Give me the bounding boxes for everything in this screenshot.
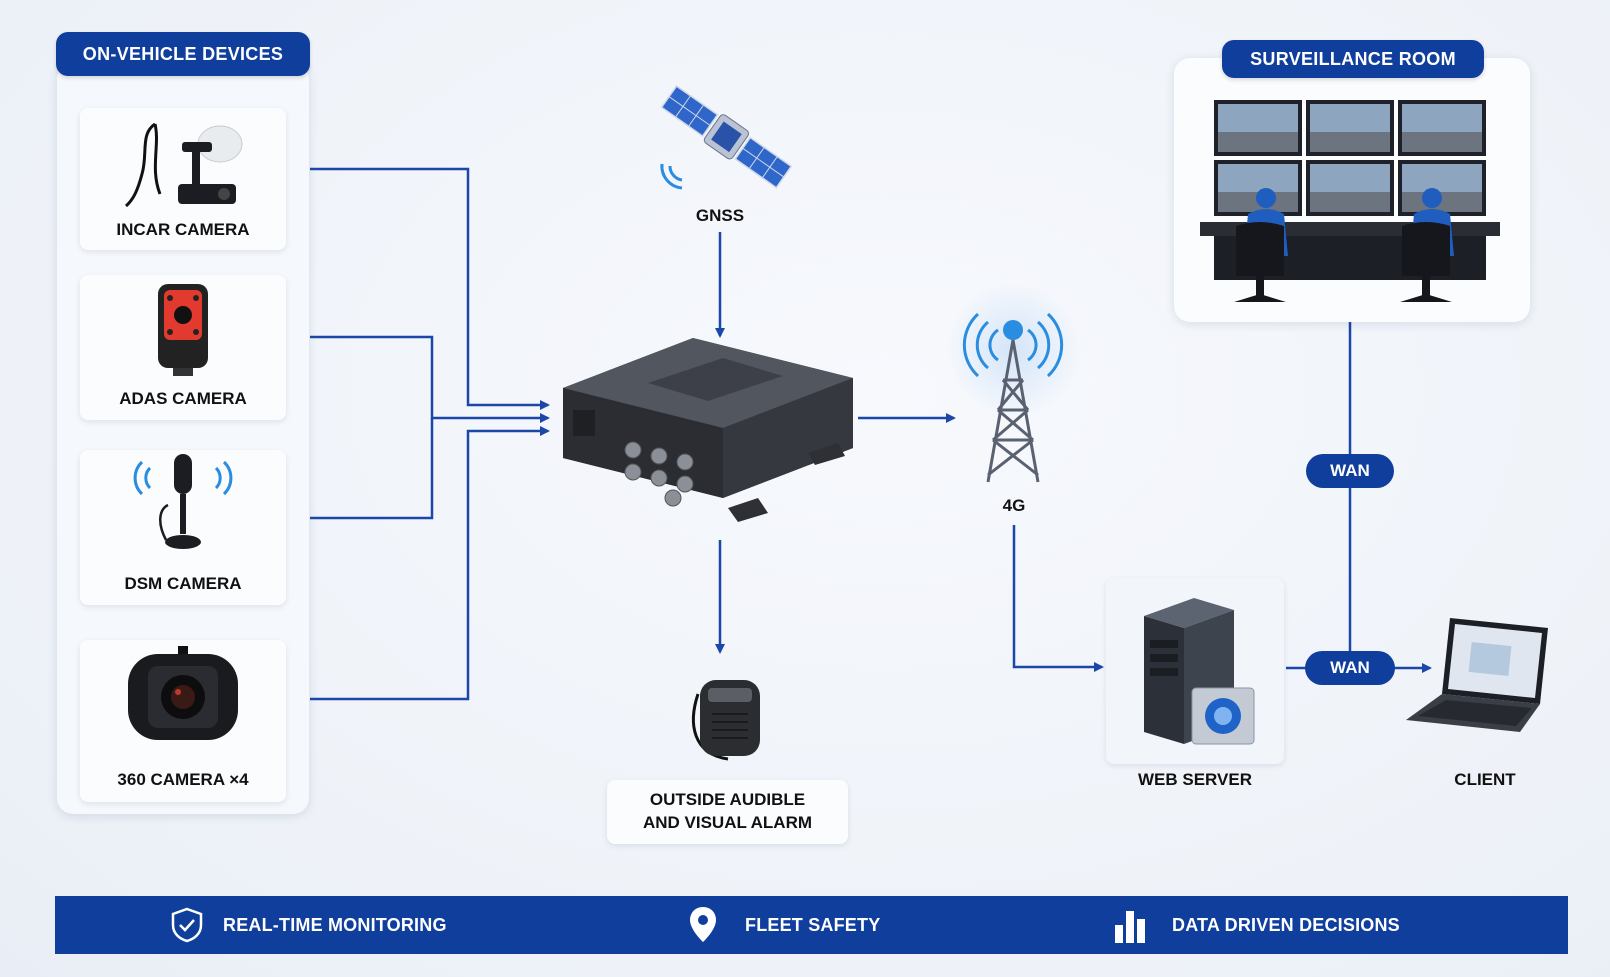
wan-badge-upper: WAN <box>1306 454 1394 488</box>
dsm-camera-icon <box>133 454 233 549</box>
alarm-label-line2: AND VISUAL ALARM <box>642 813 813 832</box>
web-server-card[interactable] <box>1106 578 1284 764</box>
adas-camera-card[interactable] <box>80 275 286 420</box>
incar-camera-icon <box>124 122 243 208</box>
shield-icon <box>171 907 203 943</box>
footer-item-data-decisions: DATA DRIVEN DECISIONS <box>1172 915 1400 935</box>
dsm-camera-label: DSM CAMERA <box>124 574 242 593</box>
360-camera-icon <box>128 646 238 740</box>
incar-camera-label: INCAR CAMERA <box>116 220 250 239</box>
surveillance-title: SURVEILLANCE ROOM <box>1222 40 1484 78</box>
mdvr-device-icon <box>563 338 853 522</box>
alarm-speaker-icon <box>691 680 760 761</box>
footer-item-monitoring: REAL-TIME MONITORING <box>223 915 447 935</box>
cell-tower-icon <box>962 312 1064 483</box>
alarm-card[interactable] <box>607 780 848 844</box>
on-vehicle-title: ON-VEHICLE DEVICES <box>56 32 310 76</box>
web-server-label: WEB SERVER <box>1138 770 1252 789</box>
adas-camera-label: ADAS CAMERA <box>119 389 247 408</box>
client-label: CLIENT <box>1454 770 1516 789</box>
360-camera-label: 360 CAMERA ×4 <box>117 770 249 789</box>
laptop-icon <box>1406 618 1548 732</box>
360-camera-card[interactable] <box>80 640 286 802</box>
alarm-label-line1: OUTSIDE AUDIBLE <box>649 790 806 809</box>
footer-bar <box>55 896 1568 954</box>
satellite-icon <box>660 84 793 190</box>
gnss-label: GNSS <box>695 206 745 225</box>
adas-camera-icon <box>158 284 208 376</box>
server-icon <box>1144 598 1255 745</box>
surveillance-room-icon <box>1200 100 1500 302</box>
wan-badge-lower: WAN <box>1305 651 1395 685</box>
tower-glow <box>945 282 1081 418</box>
bar-chart-icon <box>1115 911 1145 943</box>
incar-camera-card[interactable] <box>80 108 286 250</box>
location-pin-icon <box>690 907 716 942</box>
4g-label: 4G <box>1002 496 1026 515</box>
footer-item-fleet-safety: FLEET SAFETY <box>745 915 881 935</box>
dsm-camera-card[interactable] <box>80 450 286 605</box>
